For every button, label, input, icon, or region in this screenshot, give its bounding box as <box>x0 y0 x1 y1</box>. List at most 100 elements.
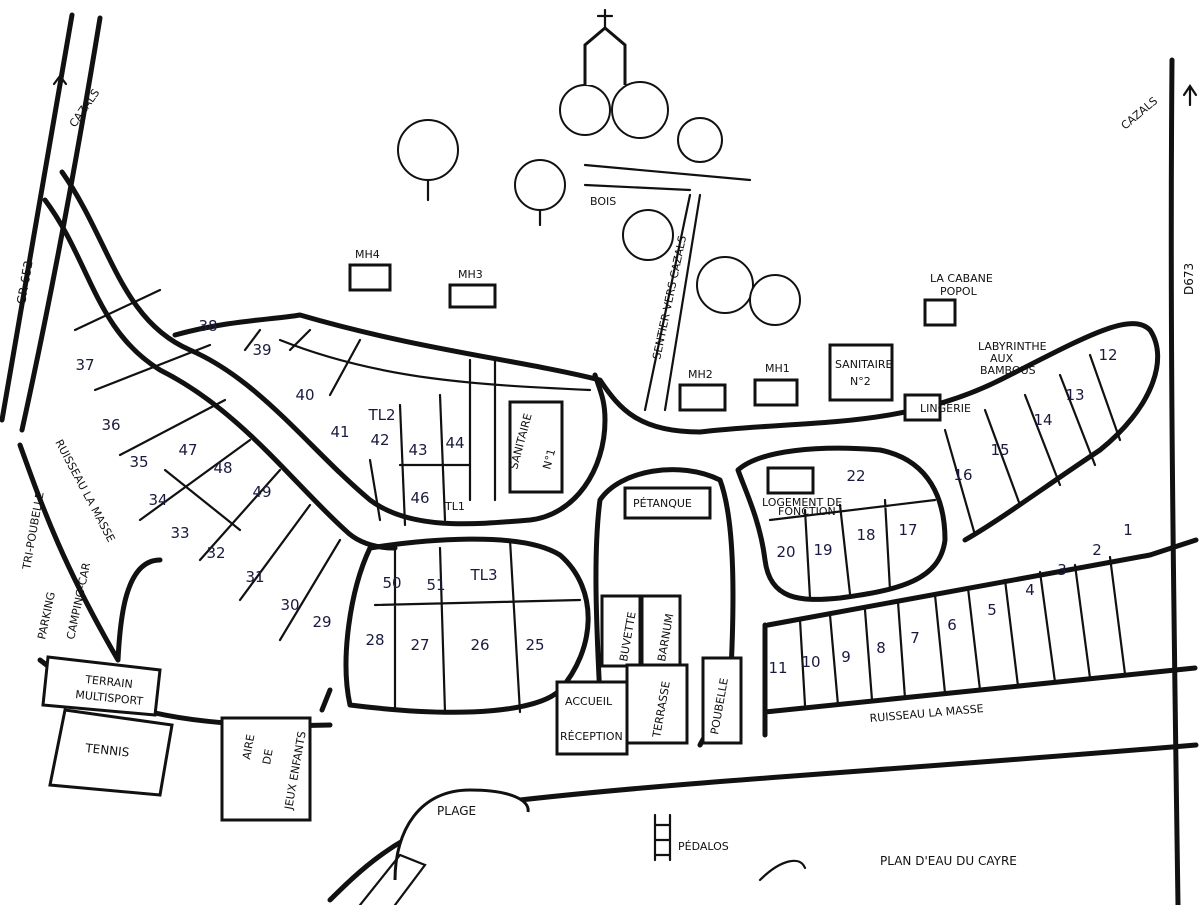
pitch-35: 35 <box>129 453 148 471</box>
pitch-14: 14 <box>1033 411 1052 429</box>
pitch-31: 31 <box>245 568 264 586</box>
lake-label: PLAN D'EAU DU CAYRE <box>880 854 1017 868</box>
road-gr652 <box>0 12 103 433</box>
pitch-dividers <box>73 288 1127 714</box>
plage-area <box>393 788 530 881</box>
pedalos-label: PÉDALOS <box>678 840 729 853</box>
pitch-43: 43 <box>408 441 427 459</box>
tree-icon <box>397 119 459 202</box>
petanque-area <box>623 486 712 520</box>
tl1-label: TL1 <box>444 500 465 513</box>
pitch-46: 46 <box>410 489 429 507</box>
bois-label: BOIS <box>590 195 616 208</box>
ruisseau-left-label: RUISSEAU LA MASSE <box>52 437 117 544</box>
aire-label-1: AIRE <box>240 733 257 760</box>
arrow-up-icon <box>1182 84 1198 107</box>
accueil-label-1: ACCUEIL <box>565 695 613 708</box>
labyrinthe-label-2: AUX <box>990 352 1014 365</box>
pitch-26: 26 <box>470 636 489 654</box>
tree-icon <box>559 81 723 163</box>
mh4-label: MH4 <box>355 248 380 261</box>
pitch-42: 42 <box>370 431 389 449</box>
pitch-19: 19 <box>813 541 832 559</box>
sanitaire-1 <box>508 400 564 494</box>
building-shapes <box>41 263 957 905</box>
house-icon <box>448 283 497 309</box>
pitch-9: 9 <box>841 648 851 666</box>
sanitaire1-label-2: N°1 <box>540 447 558 470</box>
pitch-32: 32 <box>206 544 225 562</box>
arrow-up-icon <box>52 74 68 94</box>
pitch-16: 16 <box>953 466 972 484</box>
cabane-icon <box>923 298 957 327</box>
pitch-51: 51 <box>426 576 445 594</box>
pitch-27: 27 <box>410 636 429 654</box>
tennis-label: TENNIS <box>84 741 130 760</box>
terrain-multisport <box>41 655 162 717</box>
tree-icon <box>622 209 801 326</box>
ramp-icon <box>358 853 427 905</box>
pitch-17: 17 <box>898 521 917 539</box>
trees <box>397 81 801 326</box>
tl3-label: TL3 <box>469 566 497 584</box>
plage-label: PLAGE <box>437 804 476 818</box>
house-icon <box>903 393 942 422</box>
parking-label-2: CAMPING-CAR <box>64 561 93 640</box>
pitch-28: 28 <box>365 631 384 649</box>
pitch-33: 33 <box>170 524 189 542</box>
pedalos-icon <box>653 813 672 862</box>
pitch-5: 5 <box>987 601 997 619</box>
pitch-22: 22 <box>846 467 865 485</box>
pitch-8: 8 <box>876 639 886 657</box>
church-icon <box>583 8 627 85</box>
sentier-path <box>583 163 752 412</box>
petanque-label: PÉTANQUE <box>633 497 692 510</box>
pitch-47: 47 <box>178 441 197 459</box>
pitch-11: 11 <box>768 659 787 677</box>
pitch-50: 50 <box>382 574 401 592</box>
house-icon <box>678 383 727 412</box>
mh2-label: MH2 <box>688 368 713 381</box>
labyrinthe-label-3: BAMBOUS <box>980 364 1036 377</box>
pitch-25: 25 <box>525 636 544 654</box>
pitch-39: 39 <box>252 341 271 359</box>
pitch-2: 2 <box>1092 541 1102 559</box>
cabane-label-2: POPOL <box>940 285 978 298</box>
tl2-label: TL2 <box>367 406 395 424</box>
pitch-40: 40 <box>295 386 314 404</box>
pitch-44: 44 <box>445 434 464 452</box>
pitch-3: 3 <box>1057 561 1067 579</box>
pitch-10: 10 <box>801 653 820 671</box>
gr652-label: GR 652 <box>14 259 35 305</box>
tree-icon <box>514 159 566 227</box>
pitch-41: 41 <box>330 423 349 441</box>
logement-label-2: FONCTION <box>778 505 836 518</box>
tri-poubelle-label: TRI-POUBELLE <box>20 491 47 572</box>
accueil <box>555 680 629 756</box>
pitch-1: 1 <box>1123 521 1133 539</box>
pitch-6: 6 <box>947 616 957 634</box>
pitch-20: 20 <box>776 543 795 561</box>
sanitaire-2 <box>828 343 894 402</box>
pitch-49: 49 <box>252 483 271 501</box>
pitch-12: 12 <box>1098 346 1117 364</box>
road-d673 <box>1168 57 1198 905</box>
pitch-4: 4 <box>1025 581 1035 599</box>
mh1-label: MH1 <box>765 362 790 375</box>
pitch-38: 38 <box>198 317 217 335</box>
aire-de-jeux <box>220 716 312 822</box>
d673-label: D673 <box>1182 263 1196 295</box>
house-icon <box>766 466 815 495</box>
pitch-30: 30 <box>280 596 299 614</box>
parking-label-1: PARKING <box>35 591 58 641</box>
poubelle <box>701 656 743 745</box>
pitch-48: 48 <box>213 459 232 477</box>
buvette <box>600 594 642 668</box>
cabane-label-1: LA CABANE <box>930 272 993 285</box>
ruisseau-right-label: RUISSEAU LA MASSE <box>869 702 984 725</box>
mh3-label: MH3 <box>458 268 483 281</box>
house-icon <box>348 263 392 292</box>
pitch-37: 37 <box>75 356 94 374</box>
pitch-15: 15 <box>990 441 1009 459</box>
